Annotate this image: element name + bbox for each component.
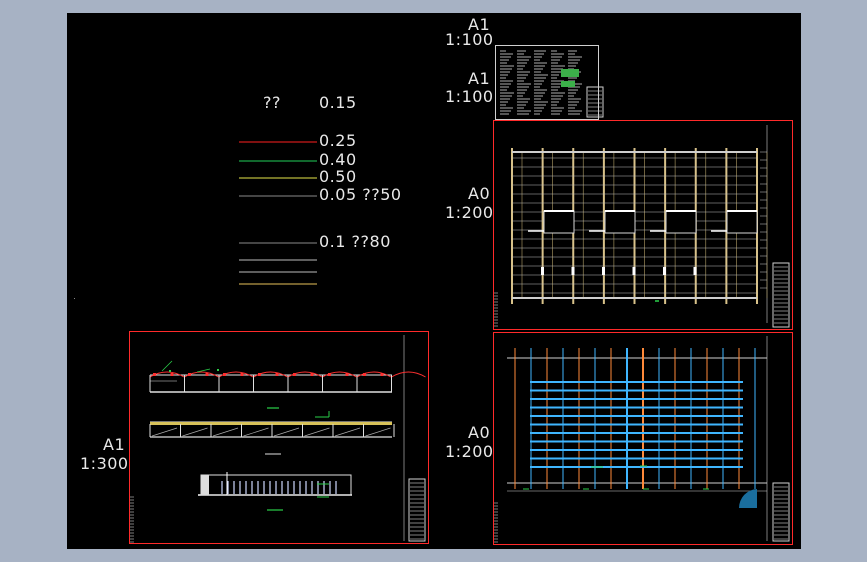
- annotation-dot: [217, 369, 219, 371]
- column-base: [602, 267, 605, 275]
- sheet-size-label: A0: [468, 423, 491, 442]
- column-base: [693, 267, 697, 275]
- section-brace: [151, 427, 178, 437]
- sheet-size-label: A1: [103, 435, 126, 454]
- drawing-canvas[interactable]: ?? 0.15 0.25 0.40 0.50 0.05 ??50 0.1 ??8…: [67, 13, 801, 549]
- roof-node: [258, 373, 261, 376]
- roof-arc: [287, 371, 323, 378]
- sheet-size-label: A1: [468, 69, 491, 88]
- roof-arc: [184, 371, 219, 378]
- sheet-size-label: A1: [468, 15, 491, 34]
- roof-node: [240, 373, 244, 376]
- legend-header-text: ??: [263, 93, 281, 112]
- sheet-a1-left-frame[interactable]: [129, 331, 429, 544]
- annotation-leader: [161, 360, 173, 372]
- roof-node: [170, 373, 174, 376]
- sheet-a1-notes-frame[interactable]: [495, 45, 599, 120]
- notes-stamp: [561, 81, 575, 87]
- roof-arc: [149, 371, 185, 378]
- section-brace: [243, 427, 269, 437]
- sheet-scale-label: 1:200: [445, 442, 494, 461]
- roof-node: [293, 373, 296, 376]
- roof-node: [328, 373, 331, 376]
- roof-node: [205, 373, 209, 376]
- annotation-dot: [169, 370, 171, 372]
- roof-node: [363, 373, 366, 376]
- legend-header-value: 0.15: [319, 93, 357, 112]
- column-base: [571, 267, 575, 275]
- roof-arc: [322, 371, 357, 378]
- roof-arc: [218, 371, 254, 378]
- sheet-size-label: A0: [468, 184, 491, 203]
- sheet-scale-label: 1:100: [445, 30, 494, 49]
- section-brace: [182, 427, 208, 437]
- corner-hatch: [739, 489, 757, 508]
- sheet-a0-upper-frame[interactable]: [493, 120, 793, 330]
- section-brace: [212, 427, 239, 437]
- column-base: [541, 267, 544, 275]
- cad-dot: [74, 298, 75, 299]
- roof-node: [153, 373, 156, 376]
- legend-row-value: 0.05 ??50: [319, 185, 402, 204]
- legend-row-value: 0.25: [319, 131, 357, 150]
- cad-drawing: [74, 46, 790, 543]
- legend-row-value: 0.40: [319, 150, 357, 169]
- annotation-leader: [196, 368, 211, 373]
- roof-node: [223, 373, 226, 376]
- legend-row-value: 0.1 ??80: [319, 232, 391, 251]
- section-brace: [304, 427, 330, 437]
- roof-node: [380, 373, 384, 376]
- notes-stamp: [561, 69, 579, 77]
- notes-sheet: [496, 46, 598, 119]
- roof-node: [275, 373, 279, 376]
- roof-arc: [253, 371, 288, 378]
- section-brace: [273, 427, 300, 437]
- section-brace: [334, 427, 361, 437]
- roof-node: [345, 373, 349, 376]
- building-end-wall: [201, 475, 209, 495]
- legend-row-value: 0.50: [319, 167, 357, 186]
- roof-band: [150, 422, 392, 425]
- sheet-a0-lower-frame[interactable]: [493, 332, 793, 545]
- roof-arc: [356, 371, 392, 378]
- roof-node: [188, 373, 191, 376]
- sheet-scale-label: 1:300: [80, 454, 129, 473]
- column-base: [663, 267, 666, 275]
- sheet-scale-label: 1:200: [445, 203, 494, 222]
- section-brace: [365, 427, 391, 437]
- column-base: [632, 267, 636, 275]
- sheet-scale-label: 1:100: [445, 87, 494, 106]
- roof-node: [310, 373, 314, 376]
- roof-arc: [391, 371, 426, 378]
